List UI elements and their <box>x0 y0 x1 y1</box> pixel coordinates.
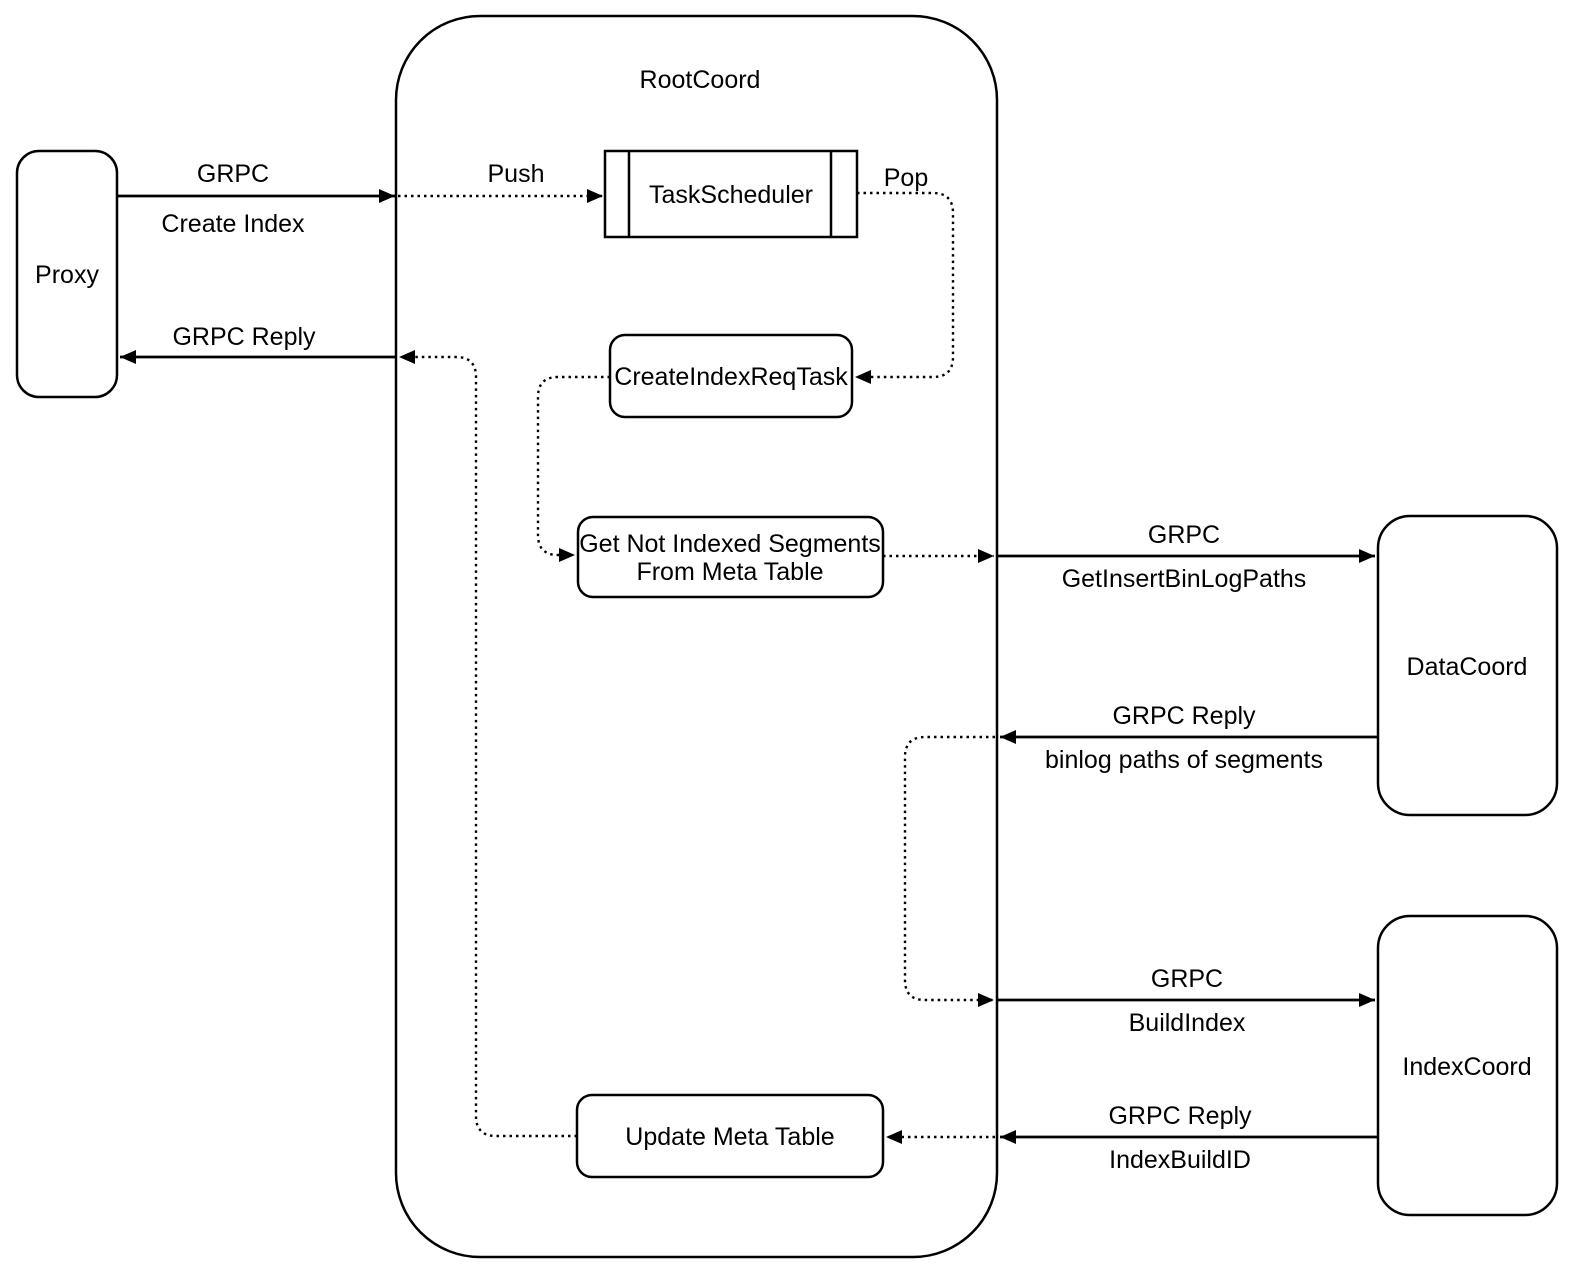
edge-binlog-to-buildindex <box>903 735 995 1007</box>
edge-task-to-segments <box>536 375 610 562</box>
edge-build-index-label2: BuildIndex <box>1129 1009 1246 1037</box>
rootcoord-container <box>394 14 999 1259</box>
create-index-req-task-label: CreateIndexReqTask <box>614 363 848 391</box>
edge-create-index-label1: GRPC <box>197 160 269 188</box>
edge-binlog-reply-label1: GRPC Reply <box>1112 702 1256 730</box>
proxy-node <box>15 149 119 399</box>
datacoord-node <box>1376 514 1559 817</box>
edge-index-build-id-label2: IndexBuildID <box>1109 1146 1251 1174</box>
edge-create-index-label2: Create Index <box>161 210 305 238</box>
edge-index-build-id-label1: GRPC Reply <box>1108 1102 1252 1130</box>
edge-get-insert-binlog-paths-label1: GRPC <box>1148 521 1220 549</box>
edge-pop <box>855 191 955 384</box>
indexcoord-node <box>1376 914 1559 1217</box>
edge-binlog-reply-label2: binlog paths of segments <box>1045 746 1323 774</box>
edge-grpc-reply-to-proxy-label: GRPC Reply <box>172 323 316 351</box>
update-meta-table-label: Update Meta Table <box>625 1123 834 1151</box>
proxy-label: Proxy <box>35 261 99 289</box>
get-not-indexed-segments-label-line2: From Meta Table <box>636 558 823 586</box>
edge-update-meta-to-boundary <box>399 350 577 1138</box>
edge-push-label: Push <box>488 160 545 188</box>
rootcoord-label: RootCoord <box>640 66 761 94</box>
edge-pop-label: Pop <box>884 164 928 192</box>
edge-build-index-label1: GRPC <box>1151 965 1223 993</box>
datacoord-label: DataCoord <box>1407 653 1528 681</box>
task-scheduler-label: TaskScheduler <box>649 181 813 209</box>
task-scheduler-node <box>603 149 859 239</box>
get-not-indexed-segments-label-line1: Get Not Indexed Segments <box>579 530 881 558</box>
edge-get-insert-binlog-paths-label2: GetInsertBinLogPaths <box>1062 565 1307 593</box>
indexcoord-label: IndexCoord <box>1402 1053 1531 1081</box>
